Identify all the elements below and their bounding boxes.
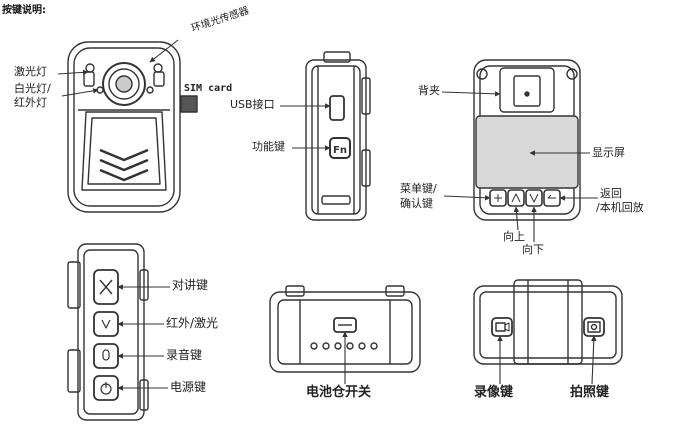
side-buttons-device bbox=[67, 243, 149, 421]
label-up: 向上 bbox=[503, 230, 525, 243]
arrow-ambient-sensor bbox=[149, 39, 179, 63]
label-battery-switch: 电池仓开关 bbox=[306, 385, 372, 400]
label-confirm-key: 确认键 bbox=[400, 197, 433, 210]
label-function-key: 功能键 bbox=[252, 140, 285, 153]
label-white-light: 白光灯/ bbox=[14, 82, 51, 95]
label-power-key: 电源键 bbox=[170, 380, 207, 394]
label-display: 显示屏 bbox=[592, 146, 625, 159]
label-back-clip: 背夹 bbox=[418, 84, 440, 97]
label-ir-laser: 红外/激光 bbox=[166, 316, 219, 330]
label-down: 向下 bbox=[522, 243, 544, 256]
diagram-title: 按键说明: bbox=[2, 5, 46, 16]
arrow-photo-key bbox=[591, 335, 597, 385]
label-local-playback: /本机回放 bbox=[596, 201, 644, 214]
label-photo-key: 拍照键 bbox=[570, 385, 610, 400]
arrow-laser-light bbox=[57, 69, 89, 76]
arrow-menu-key bbox=[443, 195, 491, 201]
label-laser-light: 激光灯 bbox=[14, 65, 47, 78]
label-ir-light: 红外灯 bbox=[14, 96, 47, 109]
arrow-up bbox=[513, 206, 520, 231]
label-ptt-key: 对讲键 bbox=[172, 278, 209, 292]
sim-card-icon bbox=[180, 95, 198, 113]
label-menu-key: 菜单键/ bbox=[400, 182, 437, 195]
fn-key-glyph: Fn bbox=[333, 145, 347, 156]
arrow-back-clip bbox=[441, 91, 501, 97]
front-view-device bbox=[67, 41, 181, 213]
arrow-white-ir-light bbox=[61, 88, 99, 97]
label-sim-card: SIM card bbox=[184, 83, 233, 94]
label-record-audio: 录音键 bbox=[166, 348, 203, 362]
label-usb-port: USB接口 bbox=[230, 98, 275, 111]
side-view-device bbox=[305, 51, 371, 221]
top-view-device bbox=[473, 279, 623, 365]
label-back-key: 返回 bbox=[600, 187, 622, 200]
label-record-video: 录像键 bbox=[474, 385, 514, 400]
back-view-device bbox=[473, 59, 581, 221]
